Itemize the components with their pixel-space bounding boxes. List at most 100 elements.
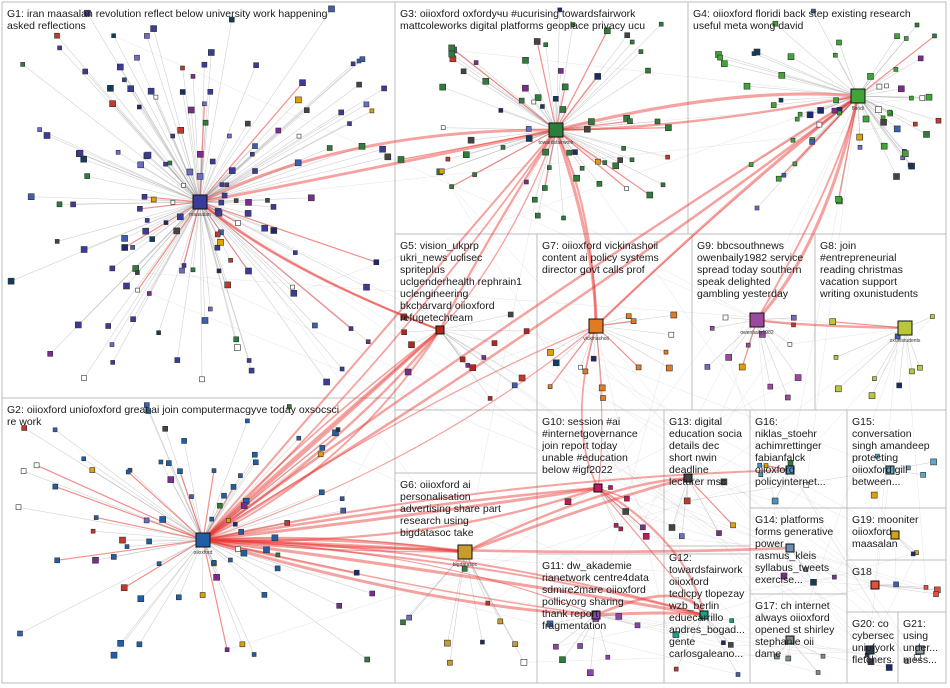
user-node[interactable]	[37, 127, 42, 132]
user-node[interactable]	[546, 620, 554, 628]
user-node[interactable]	[221, 492, 227, 499]
user-node[interactable]	[704, 364, 711, 370]
user-node[interactable]	[170, 200, 176, 205]
user-node[interactable]	[224, 647, 230, 653]
user-node[interactable]	[880, 119, 887, 126]
user-node[interactable]	[217, 239, 224, 246]
user-node[interactable]	[117, 63, 124, 71]
user-node[interactable]	[811, 8, 816, 14]
user-node[interactable]	[179, 89, 186, 95]
user-node[interactable]	[369, 590, 376, 597]
user-node[interactable]	[105, 323, 111, 329]
user-node[interactable]	[721, 640, 726, 646]
user-node[interactable]	[923, 131, 930, 138]
user-node[interactable]	[317, 451, 324, 458]
user-node[interactable]	[518, 374, 526, 382]
user-node[interactable]	[668, 331, 675, 338]
user-node[interactable]	[524, 179, 529, 185]
user-node[interactable]	[274, 565, 281, 572]
user-node[interactable]	[615, 613, 623, 620]
user-node[interactable]	[17, 630, 23, 637]
user-node[interactable]	[716, 530, 722, 536]
user-node[interactable]	[143, 517, 150, 524]
user-node[interactable]	[265, 198, 270, 203]
user-node[interactable]	[507, 311, 514, 318]
user-node[interactable]	[120, 584, 128, 592]
user-node[interactable]	[318, 489, 325, 496]
user-node[interactable]	[778, 97, 784, 103]
user-node[interactable]	[181, 263, 187, 268]
user-node[interactable]	[156, 330, 161, 336]
user-node[interactable]	[270, 204, 277, 210]
user-node[interactable]	[582, 368, 589, 375]
user-node[interactable]	[137, 104, 142, 110]
user-node[interactable]	[81, 375, 87, 381]
user-node[interactable]	[617, 157, 624, 163]
hub-node-g3[interactable]	[548, 122, 564, 138]
user-node[interactable]	[914, 654, 921, 661]
user-node[interactable]	[123, 282, 130, 290]
user-node[interactable]	[229, 167, 236, 174]
user-node[interactable]	[767, 383, 774, 390]
user-node[interactable]	[534, 94, 542, 101]
hub-node-g16[interactable]	[785, 465, 795, 475]
user-node[interactable]	[110, 651, 118, 659]
user-node[interactable]	[144, 151, 152, 159]
user-node[interactable]	[162, 425, 168, 432]
user-node[interactable]	[523, 328, 530, 334]
user-node[interactable]	[487, 396, 493, 401]
user-node[interactable]	[250, 151, 255, 157]
user-node[interactable]	[872, 376, 877, 382]
user-node[interactable]	[271, 534, 279, 542]
user-node[interactable]	[319, 445, 326, 451]
user-node[interactable]	[439, 83, 447, 91]
user-node[interactable]	[150, 196, 157, 203]
user-node[interactable]	[885, 664, 893, 671]
user-node[interactable]	[857, 145, 863, 150]
user-node[interactable]	[240, 549, 248, 557]
user-node[interactable]	[117, 639, 124, 647]
user-node[interactable]	[491, 340, 498, 346]
user-node[interactable]	[214, 231, 221, 238]
user-node[interactable]	[252, 451, 258, 458]
user-node[interactable]	[579, 166, 585, 171]
user-node[interactable]	[43, 132, 51, 139]
user-node[interactable]	[137, 206, 143, 212]
user-node[interactable]	[862, 115, 870, 123]
hub-node-g5[interactable]	[435, 325, 445, 335]
user-node[interactable]	[80, 155, 87, 163]
user-node[interactable]	[240, 502, 248, 509]
user-node[interactable]	[121, 244, 128, 251]
user-node[interactable]	[816, 121, 823, 128]
user-node[interactable]	[780, 572, 788, 580]
user-node[interactable]	[809, 139, 815, 145]
user-node[interactable]	[213, 573, 220, 581]
user-node[interactable]	[594, 73, 602, 80]
user-node[interactable]	[625, 313, 632, 320]
user-node[interactable]	[875, 453, 880, 459]
user-node[interactable]	[147, 291, 152, 296]
user-node[interactable]	[294, 159, 302, 167]
user-node[interactable]	[173, 227, 180, 235]
user-node[interactable]	[909, 95, 914, 101]
user-node[interactable]	[781, 172, 787, 178]
user-node[interactable]	[135, 287, 140, 293]
user-node[interactable]	[107, 85, 114, 92]
user-node[interactable]	[836, 39, 842, 46]
user-node[interactable]	[224, 182, 230, 188]
user-node[interactable]	[448, 44, 456, 52]
user-node[interactable]	[217, 502, 223, 509]
user-node[interactable]	[303, 107, 310, 113]
user-node[interactable]	[634, 622, 641, 629]
user-node[interactable]	[216, 268, 222, 274]
user-node[interactable]	[296, 435, 302, 441]
user-node[interactable]	[156, 561, 162, 567]
user-node[interactable]	[720, 60, 728, 68]
user-node[interactable]	[307, 194, 315, 202]
user-node[interactable]	[720, 478, 728, 486]
user-node[interactable]	[797, 111, 803, 117]
hub-node-g13[interactable]	[683, 473, 693, 483]
user-node[interactable]	[253, 459, 259, 466]
user-node[interactable]	[338, 109, 345, 116]
user-node[interactable]	[722, 314, 729, 321]
